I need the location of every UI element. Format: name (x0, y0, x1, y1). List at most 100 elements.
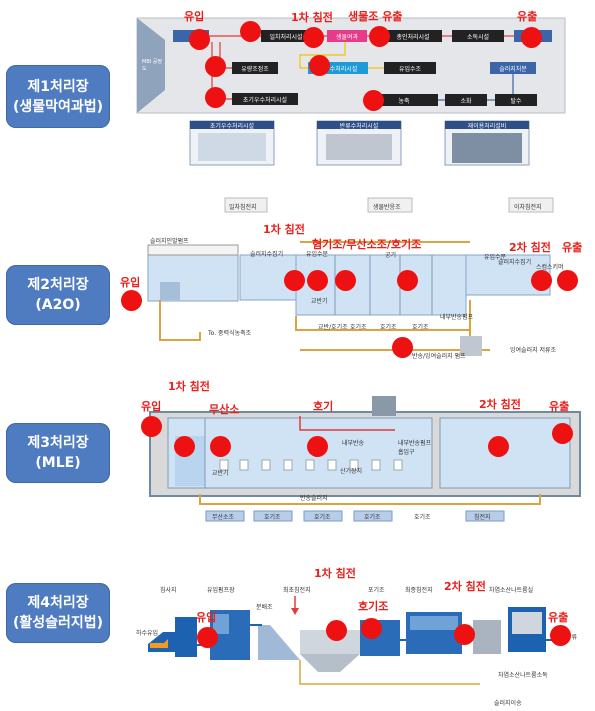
p1-box-thickening: 농축 (398, 97, 410, 105)
p2-marker-primary (284, 270, 305, 291)
p1-biofilter-label: 생물조 유출 (348, 10, 403, 23)
p3-tag-aerobic-1: 호기조 (264, 514, 281, 521)
plant4-method: (활성슬러지법) (12, 615, 104, 631)
p4-inflow-label: 유입 (196, 611, 217, 624)
p2-label-scum: 스컴스키머 (536, 264, 564, 271)
plant2-method: (A2O) (35, 297, 81, 313)
p4-marker-primary (326, 620, 347, 641)
p3-marker-anoxic (210, 436, 231, 457)
p3-marker-secondary (488, 436, 509, 457)
p2-label-mixer: 교반기 (311, 298, 328, 305)
p3-aerobic-label: 호기 (313, 400, 334, 413)
p2-label-sludge-pump: 슬러지인발펌프 (150, 238, 189, 245)
p4-aeration-label: 호기조 (358, 600, 389, 613)
p4-secondary-label: 2차 침전 (444, 580, 486, 593)
p1-inflow-label: 유입 (184, 10, 205, 23)
plant3-title: 제3처리장 (27, 435, 89, 451)
p2-label-tank-3: 호기조 (380, 324, 397, 331)
p3-label-pump-intake: 내부반송펌프 흡입구 (398, 440, 432, 456)
p1-marker-inflow (189, 29, 210, 50)
p1-box-equalization: 유량조정조 (241, 65, 269, 73)
p3-marker-outflow (552, 423, 573, 444)
p3-marker-inflow (141, 416, 162, 437)
p4-marker-inflow (197, 627, 218, 648)
p1-box-disinfection: 소독시설 (466, 33, 490, 41)
p4-primary-label: 1차 침전 (314, 567, 356, 580)
p2-marker-anoxic (335, 270, 356, 291)
p2-top-label-2: 생물반응조 (373, 204, 401, 211)
p2-outflow-label: 유출 (562, 241, 583, 254)
p3-tag-settling: 침전지 (474, 514, 491, 521)
p2-label-excess-tank: 잉여슬러지 저류조 (510, 347, 557, 354)
p2-secondary-label: 2차 침전 (509, 241, 551, 254)
p2-top-label-3: 이차침전지 (514, 204, 542, 211)
p1-outflow-label: 유출 (517, 10, 538, 23)
p2-label-inlet-gate-2: 유입수문 (484, 254, 507, 261)
p4-marker-aeration (361, 618, 382, 639)
p4-outflow-label: 유출 (548, 611, 569, 624)
p4-label-pump-station: 유입펌프장 (207, 587, 235, 594)
p1-marker-equalization (205, 56, 226, 77)
p2-marker-outflow (557, 270, 578, 291)
p2-label-tank-4: 호기조 (412, 324, 429, 331)
p2-marker-return (392, 337, 413, 358)
p3-marker-primary (174, 436, 195, 457)
plant3-method: (MLE) (35, 455, 81, 471)
plant4-label: 제4처리장 (활성슬러지법) (6, 583, 110, 643)
p1-marker-primary (240, 21, 261, 42)
plant2-label: 제2처리장 (A2O) (6, 265, 110, 325)
p2-inflow-label: 유입 (120, 276, 141, 289)
p2-top-label-1: 일차침전지 (229, 204, 257, 211)
p3-tag-anoxic: 무산소조 (212, 514, 235, 521)
p4-marker-secondary (454, 624, 475, 645)
p3-tag-aerobic-2: 호기조 (314, 514, 331, 521)
p1-box-primary: 일차처리시설 (269, 33, 303, 41)
p4-label-sludge-transfer: 슬러지이송 (494, 700, 522, 707)
p1-box-dewatering: 탈수 (510, 97, 522, 105)
p2-marker-anaerobic (307, 270, 328, 291)
p2-marker-inflow (121, 290, 142, 311)
p3-label-mixer: 교반기 (212, 470, 229, 477)
p2-label-air: 공기 (385, 252, 397, 259)
p2-label-tank-1: 교반/호기조 (318, 324, 348, 331)
p4-label-discharge: 방류 (566, 634, 578, 641)
p1-box-digestion: 소화 (460, 97, 472, 105)
p2-label-inlet-gate: 유입수문 (306, 251, 329, 258)
p1-photo-caption-2: 반류수처리시설 (339, 122, 379, 130)
p3-inflow-label: 유입 (141, 400, 162, 413)
plant2-title: 제2처리장 (27, 277, 89, 293)
p1-box-return-water: 반류수처리시설 (318, 65, 358, 73)
p1-box-inflow-tank: 유입수조 (398, 65, 422, 73)
p2-marker-secondary (531, 270, 552, 291)
p2-label-tank-2: 호기조 (350, 324, 367, 331)
p3-secondary-label: 2차 침전 (479, 398, 521, 411)
p3-label-internal-return: 내부반송 (342, 440, 365, 447)
p1-box-sludge-disposal: 슬러지처분 (499, 65, 527, 73)
p4-marker-outflow (550, 625, 571, 646)
p1-marker-biofilter (369, 26, 390, 47)
p3-tag-aerobic-4: 호기조 (414, 514, 431, 521)
p4-label-disinfection: 차염소산나트륨소독 (498, 672, 548, 679)
p3-label-diffuser: 산기장치 (340, 468, 363, 475)
p3-anoxic-label: 무산소 (209, 403, 240, 416)
p1-marker-stormwater (205, 87, 226, 108)
p3-label-return-sludge: 반송슬러지 (300, 495, 328, 502)
p1-marker-return (309, 55, 330, 76)
plant1-title: 제1처리장 (27, 78, 89, 95)
p2-label-internal-pump: 내부반송펌프 (440, 314, 474, 321)
p2-label-collector: 슬러지수집기 (250, 251, 284, 258)
plant1-side-label: MBI 공정도 (142, 59, 163, 72)
p4-label-hypochlorite-room: 차염소산나트륨실 (489, 587, 534, 594)
p2-label-thickener: To. 중력식농축조 (208, 330, 252, 337)
p3-marker-aerobic (307, 436, 328, 457)
p1-marker-outflow (521, 27, 542, 48)
p2-tanks-label: 혐기조/무산소조/호기조 (312, 238, 422, 251)
p2-marker-aerobic (397, 270, 418, 291)
p4-label-final-tank: 최종침전지 (405, 587, 433, 594)
p3-tag-aerobic-3: 호기조 (364, 514, 381, 521)
p1-box-biofilter: 생물여과 (335, 33, 359, 41)
plant3-label: 제3처리장 (MLE) (6, 423, 110, 483)
p4-label-grit: 침사지 (160, 587, 177, 594)
p2-label-collector-2: 슬러지수집기 (498, 259, 532, 266)
p3-primary-label: 1차 침전 (168, 380, 210, 393)
